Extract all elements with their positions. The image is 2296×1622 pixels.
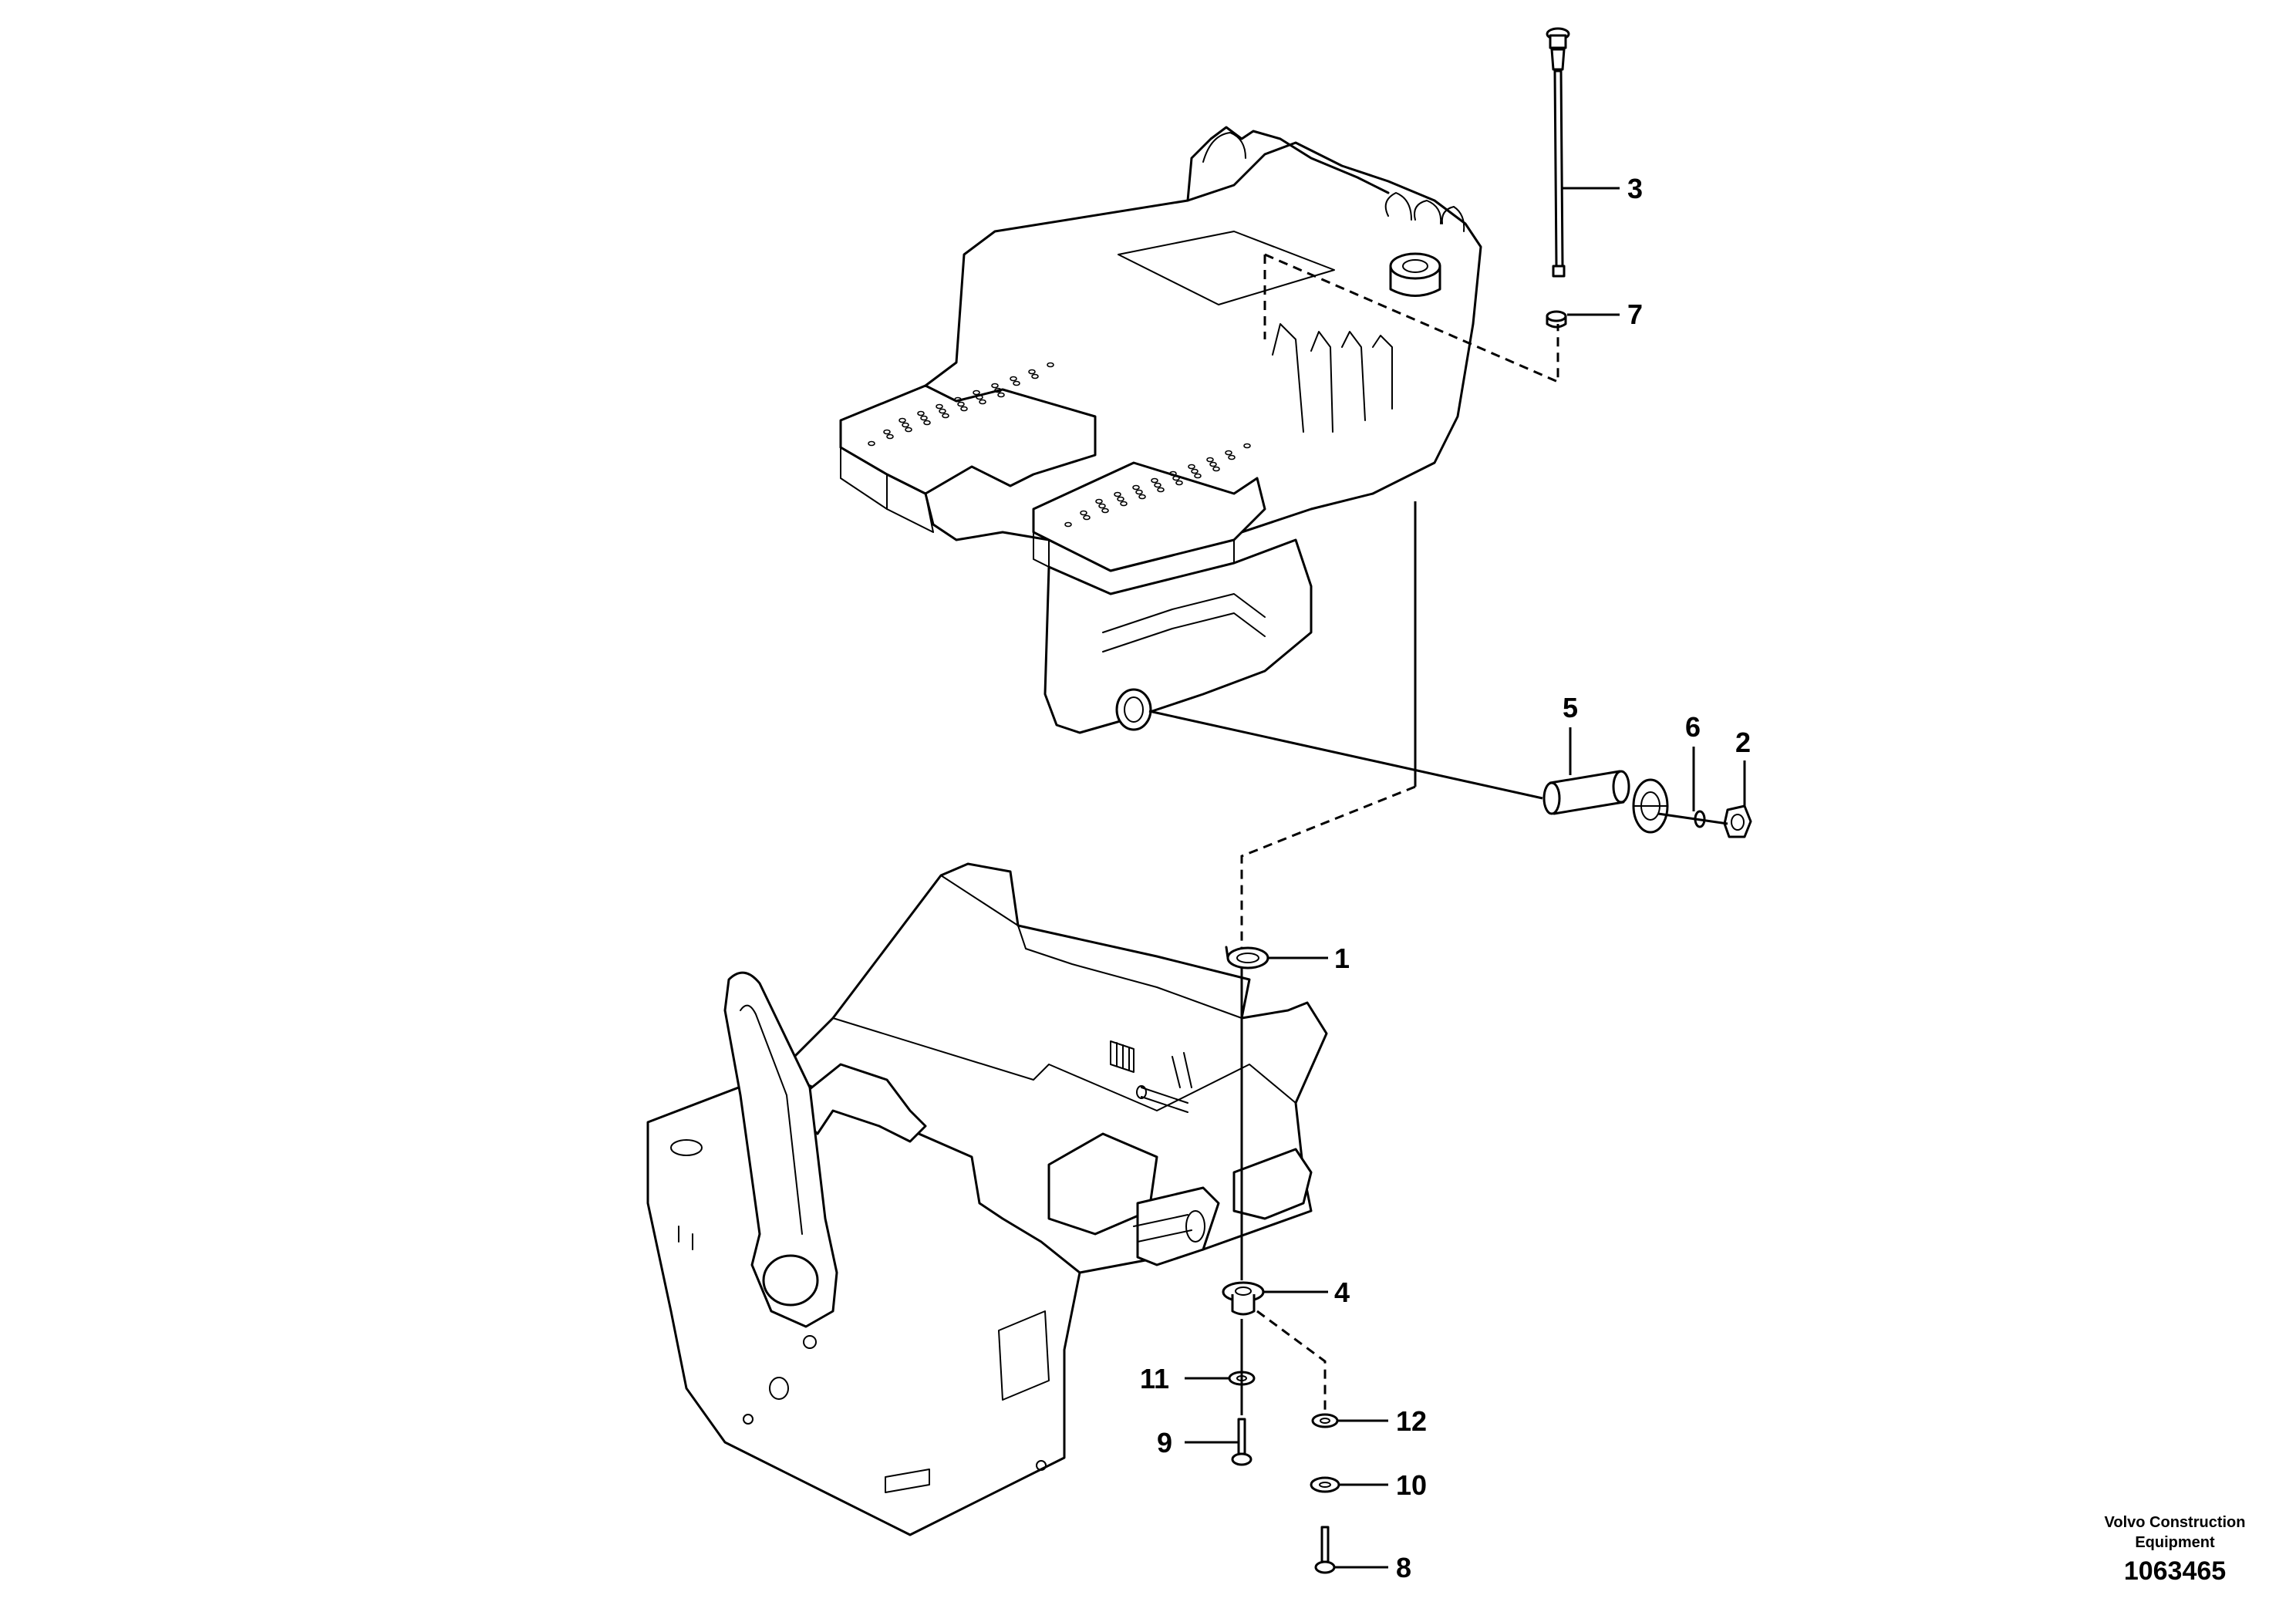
part-label-6: 6	[1685, 711, 1701, 743]
part-5-strainer	[1542, 770, 1630, 815]
part-label-9: 9	[1157, 1427, 1172, 1458]
footer: Volvo Construction Equipment 1063465	[2105, 1514, 2246, 1586]
perforation-dot	[1243, 443, 1251, 449]
frame-illustration	[646, 862, 1328, 1536]
perforation-dot	[1157, 487, 1165, 493]
part-8-screw	[1314, 1526, 1336, 1574]
perforation-dot	[1098, 503, 1106, 509]
part-label-7: 7	[1627, 298, 1643, 330]
perforation-dot	[997, 392, 1005, 398]
perforation-dot	[1209, 461, 1217, 467]
perforation-dot	[1013, 380, 1020, 386]
perforation-dot	[1114, 491, 1121, 497]
perforation-dot	[1228, 454, 1236, 460]
perforation-dot	[902, 422, 909, 428]
perforation-dot	[1225, 450, 1232, 456]
perforation-dot	[1117, 496, 1124, 502]
perforation-dot	[1064, 521, 1072, 528]
perforation-dot	[899, 417, 906, 423]
perforation-dot	[1206, 457, 1214, 463]
perforation-dot	[954, 396, 962, 403]
perforation-dot	[942, 413, 949, 419]
part-7-seal	[1546, 310, 1567, 329]
perforation-dot	[1172, 475, 1180, 481]
part-label-8: 8	[1396, 1552, 1411, 1583]
perforation-dot	[973, 389, 980, 396]
perforation-dot	[939, 408, 946, 414]
vent-grille	[1110, 1040, 1135, 1073]
part-label-11: 11	[1140, 1363, 1169, 1394]
part-numbers: 3 7 5 6 2 1 4 11 9 12 10 8	[1140, 173, 1751, 1583]
part-1-clamp	[1225, 946, 1269, 969]
perforation-dot	[1028, 369, 1036, 375]
perforation-dot	[1138, 494, 1146, 500]
part-2-plug	[1723, 804, 1752, 838]
tank-illustration	[839, 126, 1482, 734]
perforation-dot	[1175, 480, 1183, 486]
part-12-washer	[1311, 1413, 1339, 1428]
part-10-washer	[1310, 1476, 1340, 1493]
perforation-dot	[868, 440, 875, 447]
perforation-dot	[905, 427, 912, 433]
perforation-dot	[1010, 376, 1017, 382]
part-label-1: 1	[1334, 943, 1350, 974]
perforation-dot	[1194, 473, 1202, 479]
perforation-dot	[936, 403, 943, 410]
perforation-dot	[1191, 468, 1199, 474]
part-label-4: 4	[1334, 1276, 1350, 1308]
perforation-dot	[1031, 373, 1039, 379]
perforation-dot	[976, 394, 983, 400]
part-label-5: 5	[1563, 692, 1578, 723]
assembly-lines	[1148, 253, 1728, 1415]
perforation-dot	[1154, 482, 1161, 488]
perforation-dot	[1135, 489, 1143, 495]
perforation-dot	[920, 415, 928, 421]
part-4-mount	[1222, 1281, 1265, 1316]
drain-cap	[1632, 778, 1669, 834]
perforation-dot	[957, 401, 965, 407]
perforation-dot	[994, 387, 1002, 393]
part-label-3: 3	[1627, 173, 1643, 204]
leader-lines	[1185, 187, 1746, 1569]
perforation-dot	[1083, 514, 1091, 521]
part-label-12: 12	[1396, 1405, 1427, 1437]
perforation-dot	[1132, 484, 1140, 491]
perforation-dot	[991, 383, 999, 389]
perforation-dot	[960, 406, 968, 412]
part-3-dipstick	[1546, 27, 1570, 278]
perforation-dot	[1120, 501, 1128, 507]
perforation-dot	[886, 433, 894, 440]
perforation-dot	[883, 429, 891, 435]
perforation-dot	[1047, 362, 1054, 368]
perforation-dot	[1212, 466, 1220, 472]
perforation-dot	[979, 399, 986, 405]
perforation-dot	[1188, 464, 1195, 470]
company-name-line2: Equipment	[2135, 1534, 2215, 1551]
perforation-dot	[1095, 498, 1103, 504]
company-name-line1: Volvo Construction	[2105, 1514, 2246, 1531]
part-label-2: 2	[1735, 727, 1751, 758]
perforation-dot	[1101, 508, 1109, 514]
part-label-10: 10	[1396, 1469, 1427, 1501]
perforation-dot	[1151, 477, 1158, 484]
document-number: 1063465	[2124, 1556, 2226, 1586]
perforation-dot	[917, 410, 925, 416]
perforation-dot	[1080, 510, 1087, 516]
perforation-dot	[1169, 470, 1177, 477]
perforation-dot	[923, 420, 931, 426]
